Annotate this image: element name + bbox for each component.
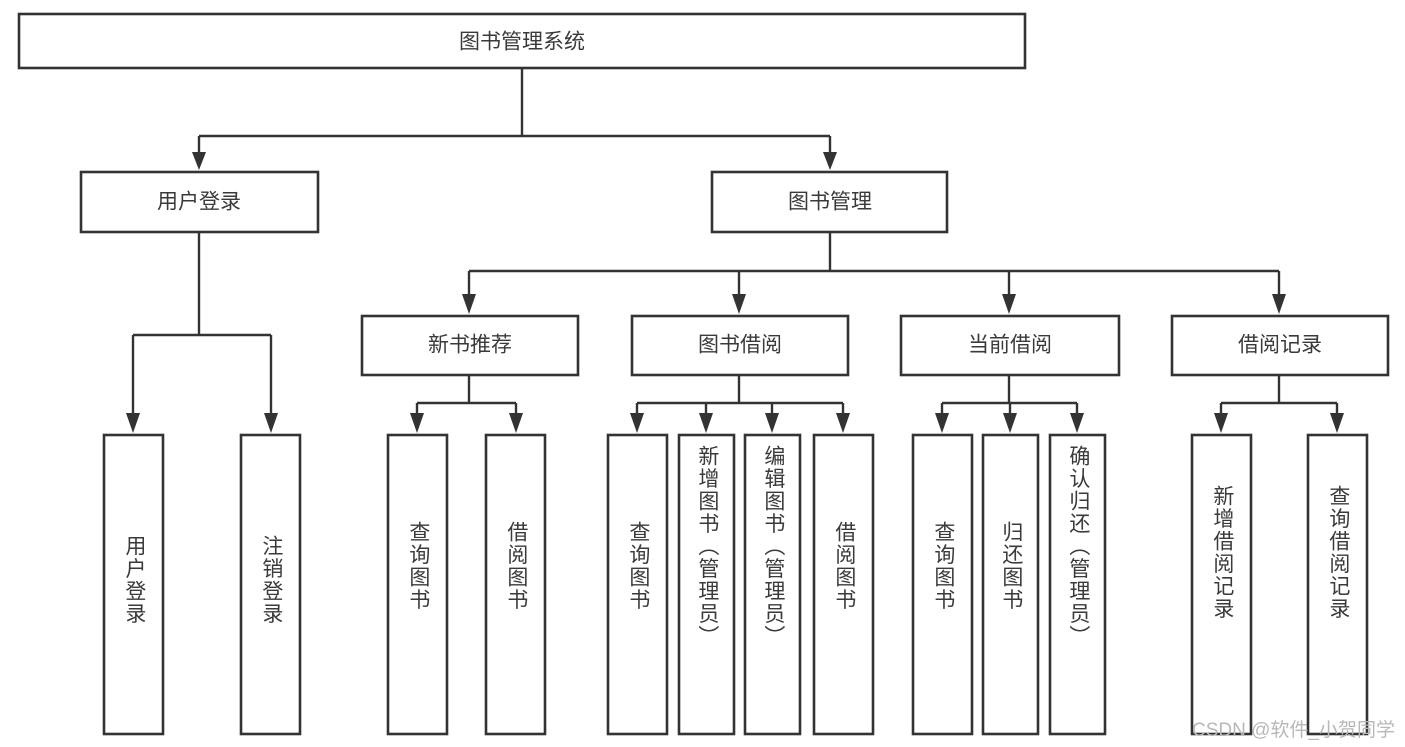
node-book-borrow-label: 图书借阅: [698, 334, 782, 357]
leaf-box-add-borrow-record[interactable]: [1190, 433, 1253, 736]
leaf-box-add-book-admin[interactable]: [677, 433, 736, 736]
node-new-book-recommend-label: 新书推荐: [428, 334, 512, 357]
connectors-group: [126, 68, 1344, 433]
arrowhead-book-borrow: [732, 294, 746, 314]
arrowhead-new-book-recommend: [462, 294, 476, 314]
arrowhead-leaf-confirm-return-admin: [1070, 413, 1084, 433]
leaf-box-borrow-book-recommend[interactable]: [484, 433, 547, 736]
node-user-login-label: 用户登录: [157, 191, 241, 214]
arrowhead-leaf-query-book-borrow: [630, 413, 644, 433]
node-borrow-record[interactable]: 借阅记录: [1170, 314, 1390, 377]
node-user-login-box: [79, 170, 320, 234]
node-book-borrow-box: [630, 314, 850, 377]
node-root-label: 图书管理系统: [459, 31, 585, 54]
arrowhead-leaf-borrow-book-borrow: [836, 413, 850, 433]
node-new-book-recommend-box: [360, 314, 580, 377]
node-root[interactable]: 图书管理系统: [17, 12, 1027, 70]
leaf-box-edit-book-admin[interactable]: [743, 433, 802, 736]
arrowhead-borrow-record: [1272, 294, 1286, 314]
node-book-borrow[interactable]: 图书借阅: [630, 314, 850, 377]
leaf-box-user-login[interactable]: [102, 433, 165, 736]
arrowhead-leaf-user-login: [126, 413, 140, 433]
node-user-login[interactable]: 用户登录: [79, 170, 320, 234]
arrowhead-leaf-query-book-current: [935, 413, 949, 433]
leaf-box-confirm-return-admin[interactable]: [1048, 433, 1107, 736]
arrowhead-user-login: [192, 152, 206, 170]
arrowhead-leaf-add-book-admin: [699, 413, 713, 433]
node-root-box: [17, 12, 1027, 70]
arrowhead-book-management: [823, 152, 837, 170]
arrowhead-leaf-logout: [264, 413, 278, 433]
arrowhead-leaf-return-book: [1003, 413, 1017, 433]
arrowhead-leaf-query-book-recommend: [410, 413, 424, 433]
node-current-borrow-label: 当前借阅: [968, 334, 1052, 357]
node-borrow-record-label: 借阅记录: [1238, 334, 1322, 357]
leaf-boxes-group: [102, 433, 1369, 736]
arrowhead-leaf-query-borrow-record: [1330, 413, 1344, 433]
leaf-box-query-book-current[interactable]: [911, 433, 974, 736]
node-current-borrow-box: [899, 314, 1121, 377]
leaf-box-borrow-book-borrow[interactable]: [812, 433, 875, 736]
leaf-box-logout[interactable]: [239, 433, 302, 736]
node-book-management-box: [710, 170, 949, 234]
node-book-management-label: 图书管理: [788, 191, 872, 214]
arrowhead-leaf-edit-book-admin: [765, 413, 779, 433]
csdn-watermark: CSDN @软件_小贺同学: [1192, 720, 1395, 741]
leaf-box-query-book-recommend[interactable]: [386, 433, 449, 736]
leaf-box-return-book[interactable]: [981, 433, 1040, 736]
node-new-book-recommend[interactable]: 新书推荐: [360, 314, 580, 377]
node-book-management[interactable]: 图书管理: [710, 170, 949, 234]
leaf-box-query-book-borrow[interactable]: [606, 433, 669, 736]
arrowhead-leaf-add-borrow-record: [1214, 413, 1228, 433]
node-borrow-record-box: [1170, 314, 1390, 377]
arrowhead-leaf-borrow-book-recommend: [509, 413, 523, 433]
leaf-box-query-borrow-record[interactable]: [1306, 433, 1369, 736]
arrowhead-current-borrow: [1002, 294, 1016, 314]
node-current-borrow[interactable]: 当前借阅: [899, 314, 1121, 377]
